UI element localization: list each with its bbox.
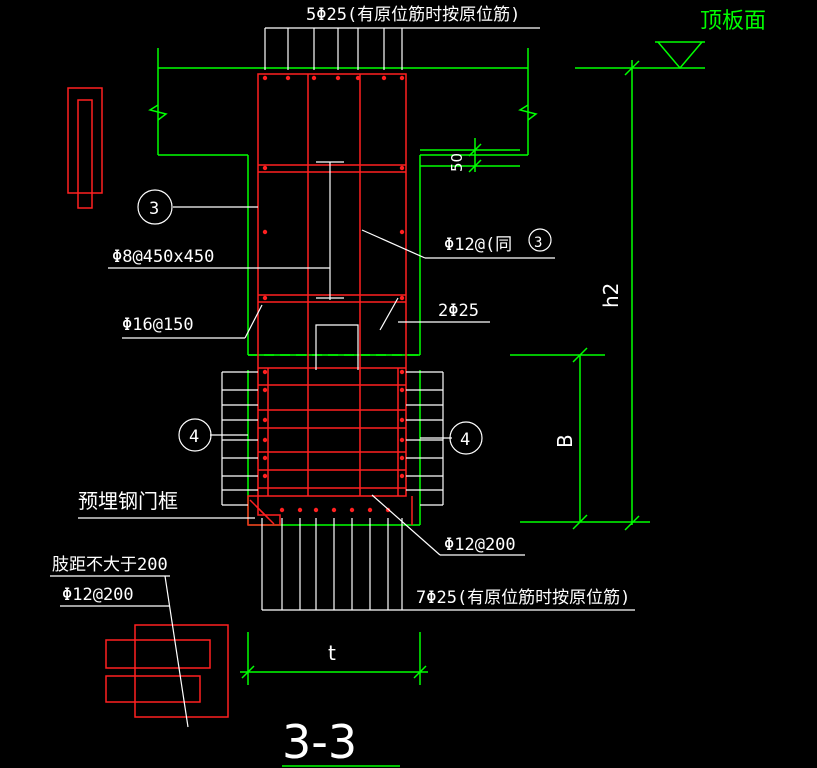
roof-label: 顶板面: [700, 9, 766, 34]
leg-stirrup-label: Φ12@200: [62, 585, 134, 605]
tie-mesh-label: Φ8@450x450: [112, 247, 214, 267]
dim-B: B: [553, 434, 577, 448]
leg-spacing-label: 肢距不大于200: [52, 555, 168, 575]
stirrup-ref-label: Φ12@(同: [444, 235, 512, 255]
section-title: 3-3: [282, 715, 357, 768]
callout-4-left: 4: [189, 427, 199, 447]
bottom-bars-label: 7Φ25(有原位筋时按原位筋): [416, 588, 630, 608]
dim-50: 50: [448, 153, 466, 172]
concrete-outline: [148, 41, 705, 767]
callout-3-small: 3: [534, 235, 542, 251]
stirrup-200-label: Φ12@200: [444, 535, 516, 555]
leader-lines: [50, 27, 635, 728]
callout-4-right: 4: [460, 430, 470, 450]
callout-3: 3: [149, 199, 159, 219]
waist-bars-label: 2Φ25: [438, 301, 479, 321]
rebar-cage: [67, 73, 413, 718]
stirrup-150-label: Φ16@150: [122, 315, 194, 335]
labels: 5Φ25(有原位筋时按原位筋) 顶板面 3 Φ8@450x450 Φ12@(同 …: [52, 5, 766, 768]
top-bars-label: 5Φ25(有原位筋时按原位筋): [306, 5, 520, 25]
embedded-frame-label: 预埋钢门框: [78, 489, 178, 513]
dim-h2: h2: [599, 283, 623, 308]
dim-t: t: [328, 641, 336, 665]
rebar-dots: [262, 75, 405, 513]
